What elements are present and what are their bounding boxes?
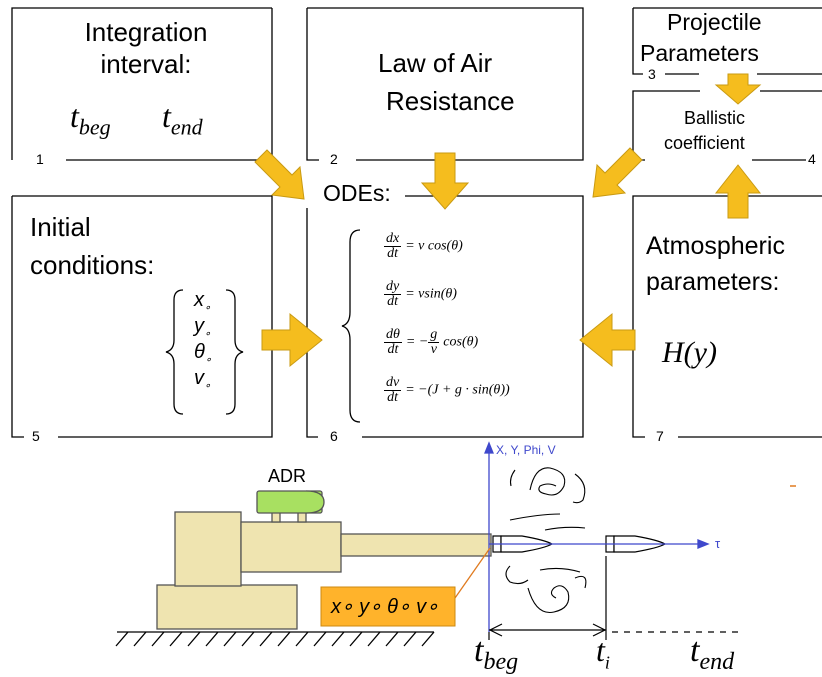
block-4-title-line1: Ballistic bbox=[684, 108, 746, 128]
adr-label: ADR bbox=[268, 466, 307, 486]
odes-label: ODEs: bbox=[320, 180, 394, 207]
axis-x-label: τ bbox=[715, 536, 721, 551]
t-beg-label: tbeg bbox=[474, 632, 519, 675]
block-6-frame bbox=[306, 195, 584, 438]
arrow-7-to-6 bbox=[579, 312, 636, 368]
block-1-tend: tend bbox=[162, 98, 203, 140]
block-1-tbeg: tbeg bbox=[70, 98, 111, 140]
block-3-number: 3 bbox=[648, 66, 656, 82]
scribbles bbox=[505, 467, 587, 614]
block-7-title-line2: parameters: bbox=[646, 268, 780, 296]
t-i-label: ti bbox=[596, 632, 610, 673]
block-1-title: Integration interval: bbox=[84, 17, 208, 79]
arrow-7-to-4 bbox=[714, 164, 762, 219]
time-guides bbox=[488, 556, 740, 640]
init-x0: x∘ bbox=[194, 289, 211, 314]
init-y0: y∘ bbox=[194, 315, 211, 340]
block-1-number: 1 bbox=[36, 151, 44, 167]
t-end-label: tend bbox=[690, 632, 735, 675]
block-5-number: 5 bbox=[32, 428, 40, 444]
block-6-number: 6 bbox=[330, 428, 338, 444]
block-3-frame bbox=[632, 7, 822, 75]
block-5-title-line2: conditions: bbox=[30, 250, 155, 280]
init-v0: v∘ bbox=[194, 367, 211, 392]
initial-values-label: x∘ y∘ θ∘ v∘ bbox=[331, 596, 439, 618]
block-7-number: 7 bbox=[656, 428, 664, 444]
block-7-title-line1: Atmospheric bbox=[646, 232, 785, 260]
ode-brace bbox=[341, 229, 361, 423]
axis-y-label: X, Y, Phi, V bbox=[496, 443, 556, 457]
init-theta0: θ∘ bbox=[194, 341, 212, 366]
block-7-func: H(y) bbox=[662, 336, 717, 369]
cannon bbox=[156, 511, 492, 630]
init-left-brace bbox=[165, 289, 184, 415]
block-5-title-line1: Initial bbox=[30, 212, 91, 242]
block-2-title-line2: Resistance bbox=[386, 86, 515, 116]
block-5-frame bbox=[11, 195, 273, 438]
block-4-number: 4 bbox=[808, 151, 816, 167]
arrow-5-to-6 bbox=[261, 312, 323, 368]
arrow-2-to-odes bbox=[420, 152, 470, 210]
block-3-title-line1: Projectile bbox=[667, 9, 762, 35]
axes bbox=[484, 441, 710, 632]
block-2-frame bbox=[306, 7, 584, 161]
block-2-title-line1: Law of Air bbox=[378, 48, 493, 78]
arrow-3-to-4 bbox=[714, 73, 762, 105]
block-2-number: 2 bbox=[330, 151, 338, 167]
ground-hatch bbox=[115, 631, 435, 647]
leader-line bbox=[454, 547, 491, 599]
block-3-title-line2: Parameters bbox=[640, 40, 759, 66]
init-right-brace bbox=[225, 289, 244, 415]
arrow-4-to-odes bbox=[592, 147, 643, 198]
block-4-title-line2: coefficient bbox=[664, 133, 745, 153]
initial-values-box bbox=[320, 586, 456, 627]
arrow-1-to-odes bbox=[254, 149, 305, 200]
